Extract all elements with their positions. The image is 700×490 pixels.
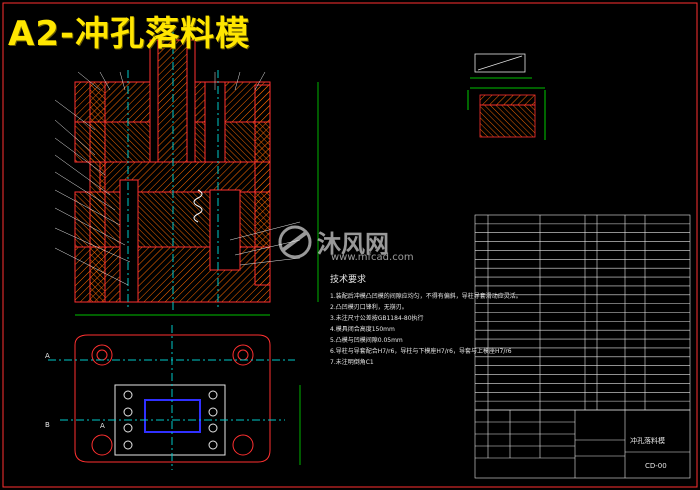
- svg-text:A: A: [100, 422, 105, 430]
- note-line: 7.未注明倒角C1: [330, 359, 374, 366]
- svg-text:B: B: [45, 421, 50, 429]
- parts-list: [474, 214, 691, 411]
- section-view: [54, 30, 319, 316]
- note-line: 6.导柱与导套配合H7/r6，导柱与下模座H7/r6，导套与上模座H7/r6: [330, 348, 512, 355]
- notes-heading: 技术要求: [330, 275, 367, 285]
- guide-hole-left: [119, 179, 139, 303]
- technical-notes: 技术要求 1.装配后冲模凸凹模的间隙应均匀，不得有偏斜，导柱导套滑动应灵活。 2…: [330, 272, 522, 368]
- guide-post-left: [89, 81, 106, 303]
- note-line: 5.凸模与凹模间隙0.05mm: [330, 337, 403, 344]
- watermark-text: 沐风网: [317, 230, 389, 258]
- title-block: [474, 409, 691, 479]
- drawing-title: A2-冲孔落料模: [8, 14, 251, 54]
- watermark: 沐风网 www.mfcad.com: [275, 222, 435, 268]
- svg-text:A: A: [45, 352, 50, 360]
- drawing-name: 冲孔落料模: [630, 437, 665, 445]
- drawing-number: CD-00: [645, 462, 667, 470]
- spring: [193, 189, 203, 223]
- right-wall: [254, 84, 271, 286]
- watermark-url: www.mfcad.com: [331, 252, 414, 263]
- note-line: 2.凸凹模刃口锋利，无崩刃。: [330, 304, 408, 311]
- watermark-logo-icon: [278, 225, 312, 259]
- plan-view: A A B: [45, 325, 301, 470]
- part-front: [474, 53, 526, 73]
- note-line: 4.模具闭合高度150mm: [330, 326, 395, 333]
- part-detail: [467, 53, 546, 140]
- lower-die-outline: [74, 334, 271, 463]
- die-opening: [209, 189, 241, 271]
- upper-cavity: [204, 81, 226, 163]
- note-line: 3.未注尺寸公差按GB1184-80执行: [330, 315, 424, 322]
- note-line: 1.装配后冲模凸凹模的间隙应均匀，不得有偏斜，导柱导套滑动应灵活。: [330, 293, 522, 300]
